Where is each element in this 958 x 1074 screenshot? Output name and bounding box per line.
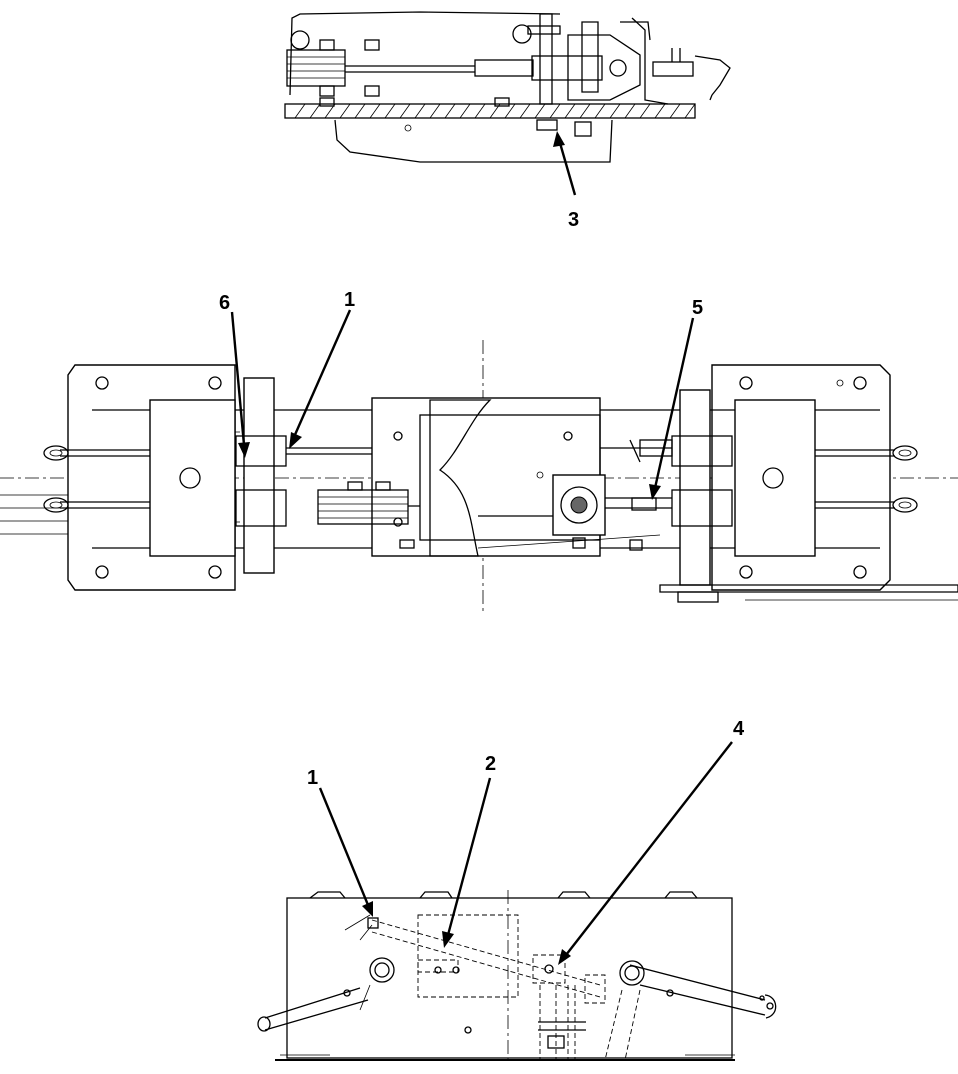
callout-label-1-plan: 1 [344,289,355,311]
plan-view-assembly [0,340,958,612]
callout-6: 6 [219,292,250,458]
callout-label-1-elev: 1 [307,767,318,789]
callout-label-5: 5 [692,297,703,319]
callout-5: 5 [649,297,703,500]
elevation-view-assembly [257,890,777,1061]
callout-1-elev: 1 [307,767,373,917]
callout-3: 3 [553,131,579,231]
callout-label-4: 4 [733,718,745,740]
callout-4: 4 [558,718,745,965]
callout-label-6: 6 [219,292,230,314]
side-view-assembly [284,11,731,163]
callout-2: 2 [442,753,496,948]
callout-1-plan: 1 [289,289,355,449]
callout-label-3: 3 [568,209,579,231]
callout-label-2: 2 [485,753,496,775]
